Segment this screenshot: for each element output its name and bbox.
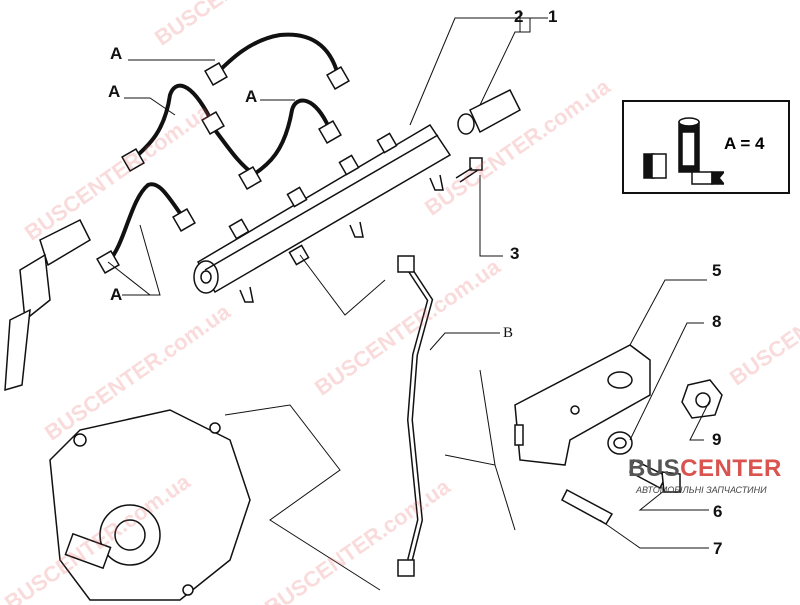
label-a: A [108,82,121,101]
pressure-sensor [457,88,521,135]
label-a: A [110,285,123,304]
fuel-rail [193,123,452,303]
injector [4,218,91,392]
label-a: A [110,44,123,63]
brand-logo: BUSCENTER АВТОМОБІЛЬНІ ЗАПЧАСТИНИ [628,456,793,498]
label-6: 6 [713,502,723,521]
logo-suffix: CENTER [680,455,782,482]
label-a: A [245,87,258,106]
bolt-6 [629,458,681,493]
label-b: B [503,325,514,341]
high-pressure-pump [49,409,251,601]
label-2: 2 [514,7,524,26]
bracket-5 [514,344,651,466]
label-7: 7 [713,539,723,558]
pipe-nuts [96,62,350,274]
stud-7 [561,488,614,526]
label-1: 1 [548,7,558,26]
label-3: 3 [510,244,520,263]
inset-quantity: A = 4 [724,134,765,153]
logo-prefix: BUS [628,455,681,482]
leader-lines [107,10,711,591]
label-9: 9 [712,430,722,449]
label-5: 5 [712,261,722,280]
nut-9 [681,379,723,419]
sealant-tube-icon [643,117,724,185]
label-8: 8 [712,312,722,331]
logo-tagline: АВТОМОБІЛЬНІ ЗАПЧАСТИНИ [636,485,767,495]
bolt-3 [455,157,483,183]
injector-pipes-a [106,32,340,264]
washer-8 [607,431,633,455]
pipe-b [397,255,434,577]
sealant-inset: A = 4 [622,100,790,194]
